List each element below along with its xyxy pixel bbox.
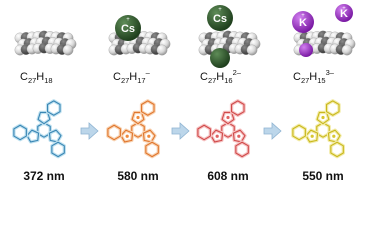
ring-outline <box>221 111 235 125</box>
formula-monoanion: C27H17– <box>113 68 151 85</box>
ion-label: K <box>299 17 307 29</box>
ring-outline <box>26 129 40 143</box>
space-filling-models-row: Cs+Cs+K+K+ <box>14 4 356 68</box>
ring-outline <box>142 129 156 143</box>
transition-arrows <box>80 122 282 140</box>
ion-charge-label: + <box>218 7 222 13</box>
ring-outline <box>141 100 155 116</box>
formula-labels: C27H18 C27H17– C27H162– C27H153– <box>20 68 335 85</box>
cesium-ion-sphere <box>210 48 230 68</box>
wavelength-trianion: 550 nm <box>302 169 343 183</box>
atom-sphere <box>156 44 168 56</box>
ring-outline <box>232 129 246 143</box>
space-filling-model: Cs+ <box>108 15 171 56</box>
ring-outline <box>107 124 121 141</box>
cesium-ion-sphere <box>115 15 141 41</box>
ion-label: Cs <box>121 23 135 35</box>
ion-label: Cs <box>213 13 227 25</box>
structure-diagrams-row <box>12 99 346 159</box>
ring-outline <box>145 141 159 158</box>
truxene-structure <box>291 99 346 159</box>
space-filling-model <box>14 30 77 56</box>
formula-neutral: C27H18 <box>20 71 53 85</box>
figure-canvas: Cs+Cs+K+K+ C27H18 C27H17– C27H162– C27H1… <box>12 4 356 183</box>
ring-outline <box>197 124 211 141</box>
ring-outline <box>316 111 330 125</box>
charge-dot <box>147 134 151 138</box>
right-arrow-icon <box>263 122 282 140</box>
wavelength-labels: 372 nm 580 nm 608 nm 550 nm <box>23 169 343 183</box>
charge-dot <box>321 115 325 120</box>
truxene-structure <box>12 99 67 159</box>
charge-dot <box>125 134 129 138</box>
ring-outline <box>292 124 306 141</box>
ring-outline <box>326 100 340 116</box>
formula-trianion: C27H153– <box>293 68 335 85</box>
charge-dot <box>237 134 241 138</box>
charge-dot <box>332 134 336 138</box>
ring-outline <box>37 111 51 125</box>
ion-charge-label: + <box>301 13 305 19</box>
space-filling-model: K+K+ <box>292 4 356 57</box>
charge-dot <box>136 115 140 120</box>
truxene-structure <box>196 99 251 159</box>
right-arrow-icon <box>80 122 99 140</box>
potassium-ion-sphere <box>299 43 313 57</box>
ring-outline <box>37 122 51 138</box>
ring-outline <box>131 111 145 125</box>
ring-outline <box>48 129 62 143</box>
right-arrow-icon <box>171 122 190 140</box>
wavelength-monoanion: 580 nm <box>117 169 158 183</box>
ring-outline <box>327 129 341 143</box>
ring-outline <box>305 129 319 143</box>
ring-outline <box>13 124 27 141</box>
ring-outline <box>120 129 134 143</box>
ring-outline <box>235 141 249 158</box>
ion-charge-label: + <box>342 6 346 12</box>
cesium-ion-sphere <box>207 5 233 31</box>
ring-outline <box>51 141 65 158</box>
ring-outline <box>231 100 245 116</box>
atom-sphere <box>62 44 74 56</box>
potassium-ion-sphere <box>292 11 314 33</box>
charge-dot <box>310 134 314 138</box>
ring-outline <box>131 122 145 138</box>
formula-dianion: C27H162– <box>200 68 242 85</box>
space-filling-model: Cs+ <box>198 5 261 68</box>
atom-sphere <box>341 44 353 56</box>
ring-outline <box>221 122 235 138</box>
wavelength-neutral: 372 nm <box>23 169 64 183</box>
wavelength-dianion: 608 nm <box>207 169 248 183</box>
ion-charge-label: + <box>126 17 130 23</box>
potassium-ion-sphere <box>335 4 353 22</box>
ring-outline <box>210 129 224 143</box>
truxene-structure <box>106 99 161 159</box>
ring-outline <box>47 100 61 116</box>
atom-sphere <box>246 44 258 56</box>
ring-outline <box>316 122 330 138</box>
ring-outline <box>330 141 344 158</box>
ion-label: K <box>340 8 348 20</box>
charge-dot <box>226 115 230 120</box>
charge-dot <box>215 134 219 138</box>
